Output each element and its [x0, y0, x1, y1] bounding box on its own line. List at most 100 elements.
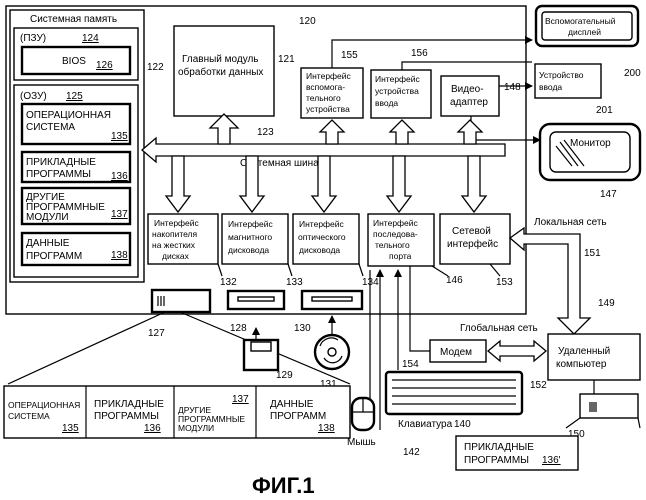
aux-iface-line4: устройства [306, 104, 350, 114]
computer-ref: 120 [299, 16, 316, 27]
serial-iface-ref: 146 [446, 275, 463, 286]
cpu-line2: обработки данных [178, 66, 263, 78]
rom-label: (ПЗУ) [20, 33, 46, 44]
cd-iface-line2: оптического [298, 232, 346, 242]
os-ref: 135 [111, 131, 128, 142]
fdd-iface-ref: 133 [286, 277, 303, 288]
bottom-apps-line1: ПРИКЛАДНЫЕ [94, 399, 164, 410]
cpu-ref: 121 [278, 54, 295, 65]
input-device-line1: Устройство [539, 70, 584, 80]
monitor-label: Монитор [570, 138, 611, 149]
aux-display-line1: Вспомогательный [545, 16, 616, 26]
other-modules-line3: МОДУЛИ [26, 212, 69, 223]
apps-line2: ПРОГРАММЫ [26, 169, 91, 180]
cd-slot [312, 297, 352, 301]
video-ref: 148 [504, 82, 521, 93]
ram-ref: 125 [66, 91, 83, 102]
fdd-slot [238, 297, 274, 301]
fdd-ref: 128 [230, 323, 247, 334]
serial-iface-line3: тельного [375, 240, 410, 250]
floppy-shutter [251, 342, 271, 351]
floppy-ref: 129 [276, 370, 293, 381]
rom-ref: 124 [82, 33, 99, 44]
wan-connection [488, 341, 546, 361]
aux-iface-line3: тельного [306, 93, 341, 103]
bottom-other-ref: 137 [232, 394, 249, 405]
os-line2: СИСТЕМА [26, 122, 75, 133]
remote-box [548, 334, 640, 380]
bus-ref: 123 [257, 127, 274, 138]
bottom-other-line3: МОДУЛИ [178, 423, 214, 433]
keyboard-ref: 140 [454, 419, 471, 430]
cpu-line1: Главный модуль [182, 54, 259, 65]
cd-iface-line1: Интерфейс [299, 219, 345, 229]
remote-apps-ref: 136' [542, 455, 561, 466]
fdd-iface-line3: дисковода [228, 245, 269, 255]
modem-label: Модем [440, 347, 472, 358]
modem-ref: 154 [402, 359, 419, 370]
bottom-os-line2: СИСТЕМА [8, 411, 50, 421]
hdd-iface-line4: дисках [162, 251, 190, 261]
wan-ref: 152 [530, 380, 547, 391]
aux-display-line2: дисплей [568, 27, 601, 37]
bottom-data-line2: ПРОГРАММ [270, 411, 326, 422]
cd-iface-line3: дисковода [299, 245, 340, 255]
keyboard [386, 372, 522, 414]
remote-pc-box [580, 394, 638, 418]
remote-apps-line2: ПРОГРАММЫ [464, 455, 529, 466]
hdd-iface-ref: 132 [220, 277, 237, 288]
aux-iface-ref: 155 [341, 50, 358, 61]
fdd-iface-line1: Интерфейс [228, 219, 274, 229]
lan-label: Локальная сеть [534, 217, 607, 228]
disc-hole [328, 348, 336, 356]
wan-label: Глобальная сеть [460, 322, 538, 334]
remote-ref: 149 [598, 298, 615, 309]
aux-iface-line1: Интерфейс [306, 71, 352, 81]
input-iface-line3: ввода [375, 98, 398, 108]
remote-pc-fan [566, 418, 640, 428]
prog-data-ref: 138 [111, 250, 128, 261]
hdd-iface-line1: Интерфейс [154, 218, 200, 228]
video-line2: адаптер [450, 97, 488, 108]
remote-apps-line1: ПРИКЛАДНЫЕ [464, 442, 534, 453]
system-memory-ref: 122 [147, 62, 164, 73]
remote-line2: компьютер [556, 359, 607, 370]
video-line1: Видео- [451, 84, 484, 95]
monitor-ref: 147 [600, 189, 617, 200]
aux-iface-line2: вспомога- [306, 82, 345, 92]
serial-iface-line4: порта [389, 251, 412, 261]
bottom-apps-ref: 136 [144, 423, 161, 434]
figure-caption: ФИГ.1 [252, 473, 315, 498]
remote-line1: Удаленный [558, 346, 610, 357]
net-iface-ref: 153 [496, 277, 513, 288]
bios-ref: 126 [96, 60, 113, 71]
keyboard-label: Клавиатура [398, 419, 453, 430]
mouse-ref: 142 [403, 447, 420, 458]
input-device-line2: ввода [539, 82, 562, 92]
other-modules-ref: 137 [111, 209, 128, 220]
input-iface-ref: 156 [411, 48, 428, 59]
apps-ref: 136 [111, 171, 128, 182]
lan-ref: 151 [584, 248, 601, 259]
mouse-label: Мышь [347, 437, 376, 448]
cd-ref: 130 [294, 323, 311, 334]
bottom-apps-line2: ПРОГРАММЫ [94, 411, 159, 422]
hdd-iface-line2: накопителя [152, 229, 198, 239]
ram-label: (ОЗУ) [20, 91, 47, 102]
bottom-os-ref: 135 [62, 423, 79, 434]
fdd-iface-line2: магнитного [228, 232, 272, 242]
bottom-data-ref: 138 [318, 423, 335, 434]
apps-line1: ПРИКЛАДНЫЕ [26, 157, 96, 168]
serial-iface-line1: Интерфейс [373, 218, 419, 228]
input-iface-line1: Интерфейс [375, 74, 421, 84]
net-iface-line1: Сетевой [452, 226, 491, 237]
prog-data-line2: ПРОГРАММ [26, 251, 82, 262]
hdd-ref: 127 [148, 328, 165, 339]
serial-iface-line2: последова- [373, 229, 418, 239]
system-memory-title: Системная память [30, 14, 117, 25]
bottom-os-line1: ОПЕРАЦИОННАЯ [8, 400, 80, 410]
aux-display-ref: 200 [624, 68, 641, 79]
net-iface-line2: интерфейс [447, 238, 498, 250]
video-box [441, 76, 499, 116]
